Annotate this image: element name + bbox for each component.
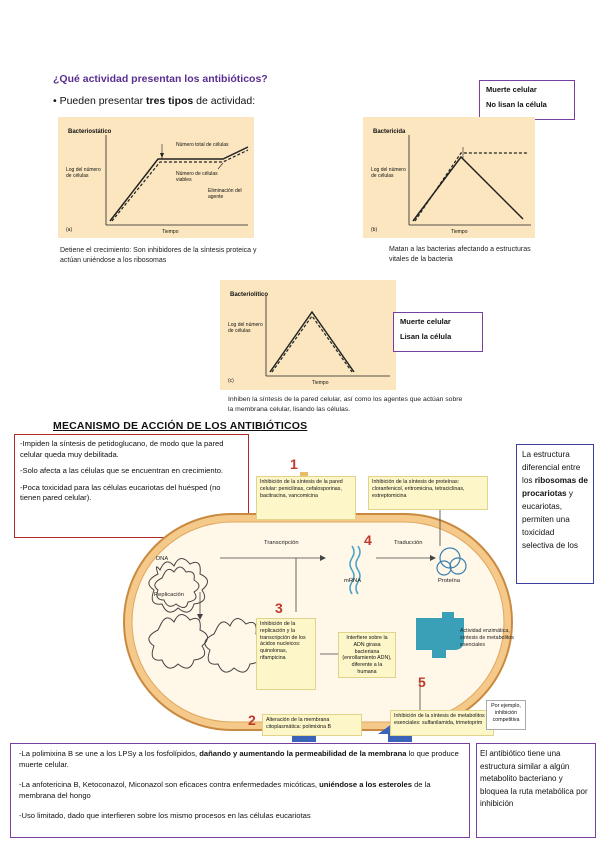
x-axis-label: Tiempo	[451, 229, 468, 235]
bullet-bold: tres tipos	[146, 95, 194, 107]
mechanism-diagram: Inhibición de la síntesis de la pared ce…	[120, 442, 526, 747]
label-agent: Eliminación del agente	[208, 188, 242, 200]
label-dna: DNA	[156, 556, 169, 562]
bl-p1: -La polimixina B se une a los LPSy a los…	[19, 748, 461, 770]
cell-illustration	[123, 472, 513, 742]
number-3: 3	[275, 600, 283, 616]
label-traduccion: Traducción	[394, 540, 423, 546]
ribo-bold: ribosomas de procariotas	[522, 476, 588, 498]
x-axis-label: Tiempo	[312, 380, 329, 386]
target-protein-box: Inhibición de la síntesis de proteínas: …	[368, 476, 488, 510]
number-2: 2	[248, 712, 256, 728]
caption-bacteriolitico: Inhiben la síntesis de la pared celular,…	[228, 396, 463, 413]
y-axis-label: Log del número de células	[66, 167, 101, 179]
number-4: 4	[364, 532, 372, 548]
page-question: ¿Qué actividad presentan los antibiótico…	[53, 73, 268, 85]
panel-title: Bactericida	[373, 129, 406, 135]
note-p2: -Solo afecta a las células que se encuen…	[20, 466, 224, 475]
bullet-prefix: • Pueden presentar	[53, 95, 146, 107]
note-p1: -Impiden la síntesis de petidoglucano, d…	[20, 439, 224, 459]
growth-curve-c	[265, 296, 390, 377]
bl-p2-pre: -La anfotericina B, Ketoconazol, Miconaz…	[19, 780, 320, 789]
caption-bactericida: Matan a las bacterias afectando a estruc…	[389, 246, 531, 263]
pared-celular-notes: -Impiden la síntesis de petidoglucano, d…	[14, 434, 249, 538]
number-5: 5	[418, 674, 426, 690]
bl-p2-bold: uniéndose a los esteroles	[319, 780, 412, 789]
bl-p2: -La anfotericina B, Ketoconazol, Miconaz…	[19, 779, 461, 801]
panel-bacteriolitico: Bacteriolítico Log del número de células…	[220, 280, 396, 390]
bl-p1-post: lo que produce muerte celular.	[19, 749, 459, 769]
label-total: Número total de células	[176, 142, 229, 148]
panel-tag: (c)	[228, 378, 234, 384]
note-line-1: Muerte celular	[400, 317, 451, 326]
section-heading: MECANISMO DE ACCIÓN DE LOS ANTIBIÓTICOS	[53, 420, 308, 432]
y-axis-label: Log del número de células	[371, 167, 406, 179]
target-wall-box: Inhibición de la síntesis de la pared ce…	[256, 476, 356, 520]
example-box: Por ejemplo, inhibición competitiva	[486, 700, 526, 730]
number-1: 1	[290, 456, 298, 472]
panel-tag: (a)	[66, 227, 73, 233]
x-axis-label: Tiempo	[162, 229, 179, 235]
adn-gyrase-box: Interfiere sobre la ADN girasa bacterian…	[338, 632, 396, 678]
panel-title: Bacteriolítico	[230, 292, 269, 298]
activity-bullet: • Pueden presentar tres tipos de activid…	[53, 95, 255, 107]
growth-curve-a	[105, 135, 249, 226]
ribo-post: y eucariotas, permiten una toxicidad sel…	[522, 489, 578, 550]
label-actividad: Actividad enzimática, síntesis de metabo…	[460, 628, 514, 648]
panel-tag: (b)	[371, 227, 378, 233]
growth-curve-b	[408, 135, 531, 226]
note-bacteriolitico: Muerte celular Lisan la célula	[393, 312, 483, 352]
label-proteina: Proteína	[438, 578, 460, 584]
target-membrane-box: Alteración de la membrana citoplasmática…	[262, 714, 362, 736]
label-mrna: mRNA	[344, 578, 362, 584]
y-axis-label: Log del número de células	[228, 322, 263, 334]
ribo-pre: La estructura diferencial entre los	[522, 450, 581, 485]
target-dna-box: Inhibición de la replicación y la transc…	[256, 618, 316, 690]
note-bactericida: Muerte celular No lisan la célula	[479, 80, 575, 120]
target-metabolite-box: Inhibición de la síntesis de metabolitos…	[390, 710, 494, 736]
bl-p2-post: de la membrana del hongo	[19, 780, 431, 800]
note-p3: -Poca toxicidad para las células eucario…	[20, 482, 221, 503]
note-line-2: Lisan la célula	[400, 332, 452, 341]
label-viables: Número de células viables	[176, 171, 218, 183]
ribosomas-note: La estructura diferencial entre los ribo…	[516, 444, 594, 584]
note-line-1: Muerte celular	[486, 85, 537, 94]
bl-p1-pre: -La polimixina B se une a los LPSy a los…	[19, 749, 200, 758]
panel-title: Bacteriostático	[68, 129, 112, 135]
caption-bacteriostatico: Detiene el crecimiento: Son inhibidores …	[60, 247, 257, 264]
membrana-notes: -La polimixina B se une a los LPSy a los…	[10, 743, 470, 838]
panel-bacteriostatico: Bacteriostático Log del número de célula…	[58, 117, 254, 238]
label-replicacion: Replicación	[154, 592, 184, 598]
bullet-suffix: de actividad:	[193, 95, 256, 107]
label-transcripcion: Transcripción	[264, 540, 299, 546]
metabolito-note: El antibiótico tiene una estructura simi…	[476, 743, 596, 838]
bl-p3: -Uso limitado, dado que interfieren sobr…	[19, 811, 311, 820]
note-line-2: No lisan la célula	[486, 100, 547, 109]
bl-p1-bold: dañando y aumentando la permeabilidad de…	[199, 749, 407, 758]
panel-bactericida: Bactericida Log del número de células Ti…	[363, 117, 535, 238]
